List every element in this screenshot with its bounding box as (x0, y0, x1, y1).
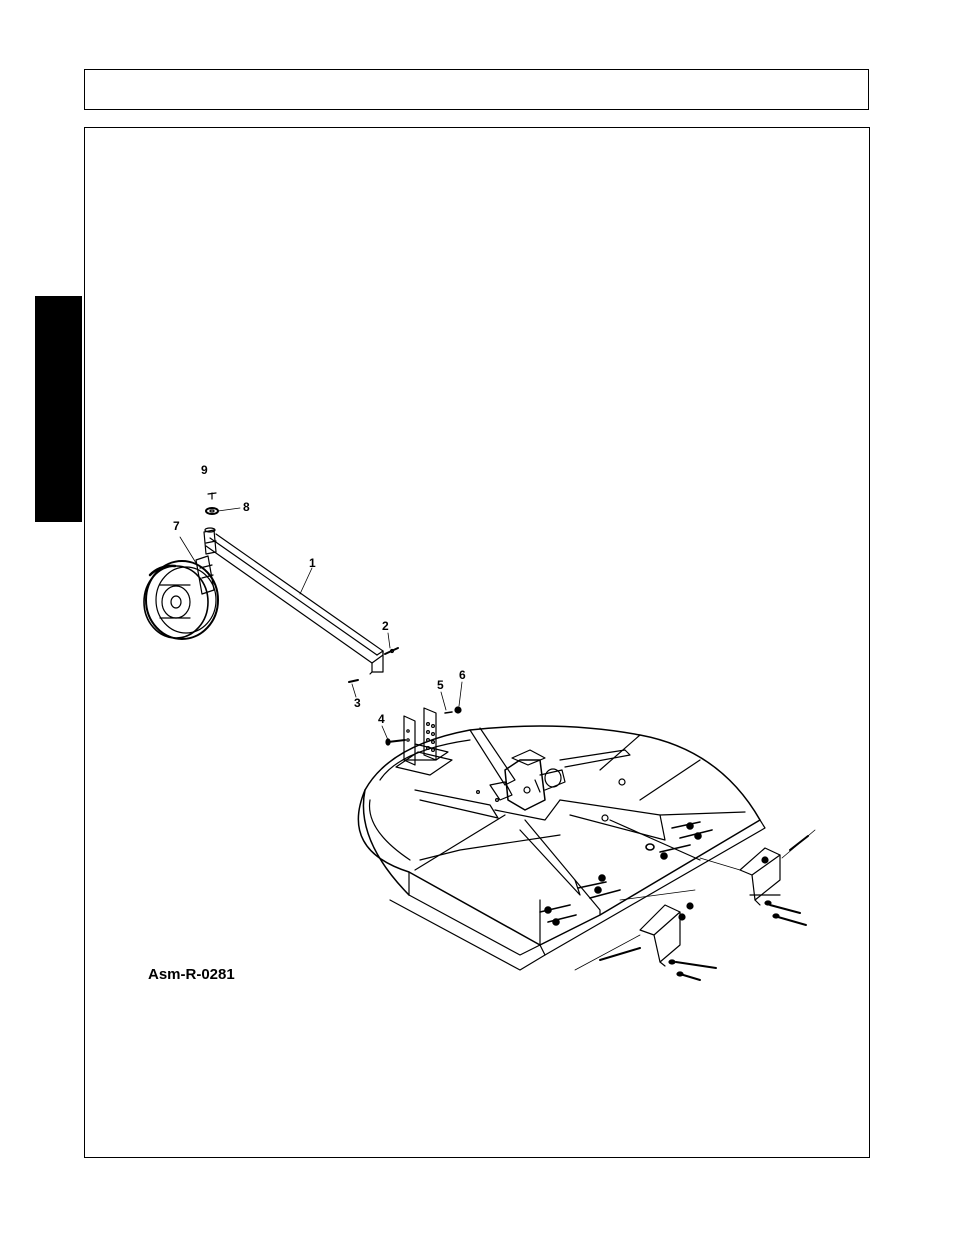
tail-wheel (144, 561, 218, 639)
hitch-bracket-right (700, 830, 815, 925)
callout-9: 9 (201, 464, 208, 476)
figure-id-label: Asm-R-0281 (148, 966, 235, 983)
callout-6: 6 (459, 669, 466, 681)
cotter-pin-part (208, 493, 216, 499)
mower-deck (358, 726, 765, 970)
callout-4: 4 (378, 713, 385, 725)
callout-3: 3 (354, 697, 361, 709)
callout-leaders (180, 508, 462, 740)
callout-8: 8 (243, 501, 250, 513)
washer-part (206, 508, 218, 514)
callout-5: 5 (437, 679, 444, 691)
callout-1: 1 (309, 557, 316, 569)
wheel-yoke (196, 528, 216, 594)
hitch-bracket-left (575, 890, 716, 980)
tail-wheel-arm (206, 534, 383, 674)
callout-2: 2 (382, 620, 389, 632)
callout-7: 7 (173, 520, 180, 532)
tail-wheel-mount-bracket (386, 707, 461, 775)
